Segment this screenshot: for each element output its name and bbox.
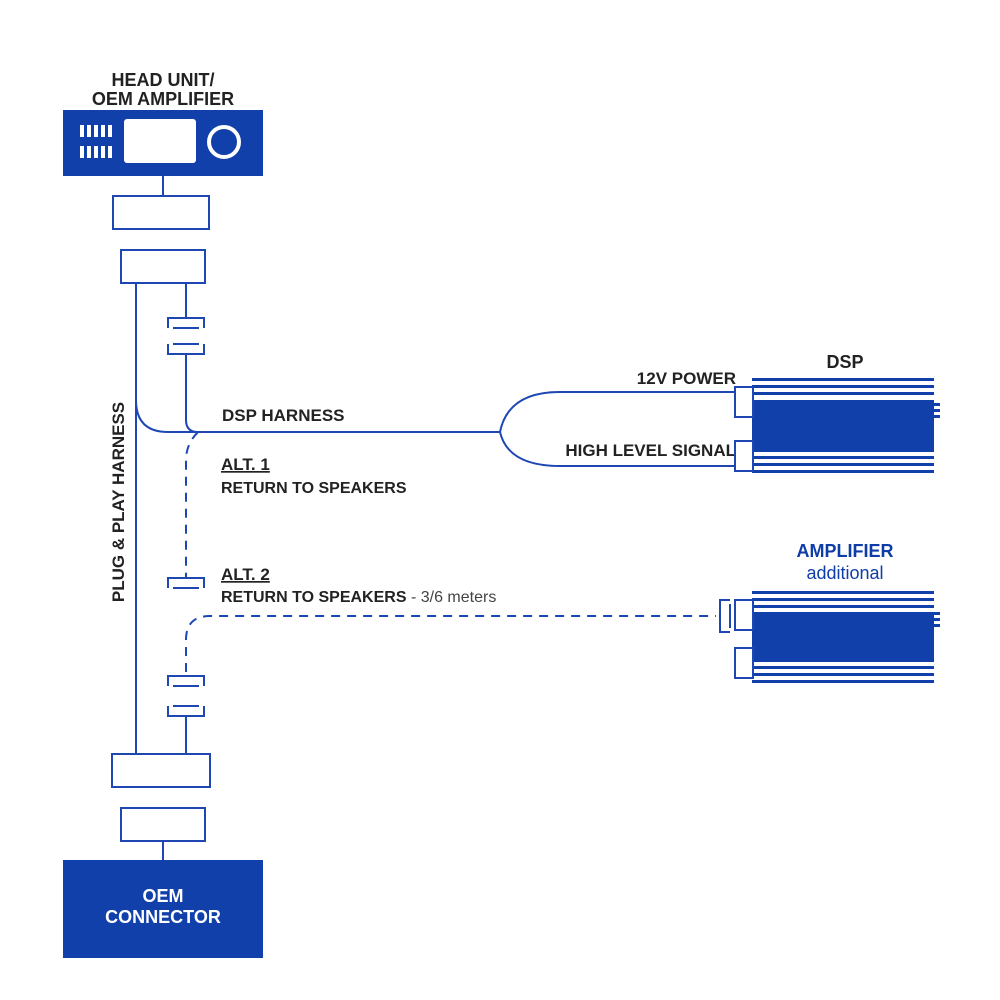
- head-unit-display: [124, 119, 196, 163]
- oem-connector-label-line2: CONNECTOR: [105, 907, 221, 927]
- amplifier-fins: [752, 591, 934, 683]
- amplifier-unit[interactable]: AMPLIFIER additional: [734, 541, 940, 683]
- oem-plug[interactable]: [120, 807, 206, 842]
- connector-alt2[interactable]: [167, 577, 205, 589]
- dsp-body: [752, 400, 934, 452]
- alt1-description: RETURN TO SPEAKERS: [221, 480, 407, 497]
- head-unit-title-line2: OEM AMPLIFIER: [92, 89, 234, 109]
- dsp-power-port[interactable]: [734, 386, 754, 418]
- dsp-title: DSP: [826, 352, 863, 372]
- head-unit-title-line1: HEAD UNIT/: [112, 70, 215, 90]
- dsp-unit[interactable]: DSP: [734, 352, 940, 473]
- harness-bottom-plug[interactable]: [111, 753, 211, 788]
- oem-connector-label-line1: OEM: [142, 886, 183, 906]
- head-unit[interactable]: HEAD UNIT/ OEM AMPLIFIER: [63, 70, 263, 176]
- alt1-return-route: [185, 431, 199, 578]
- amplifier-input-port[interactable]: [734, 599, 754, 631]
- dsp-fins: [752, 378, 934, 473]
- dsp-side-terminals: [934, 403, 940, 418]
- amplifier-aux-port[interactable]: [734, 647, 754, 679]
- alt1-title: ALT. 1: [221, 455, 270, 474]
- plug-play-harness-label: PLUG & PLAY HARNESS: [109, 402, 128, 602]
- connector-amplifier-input[interactable]: [719, 599, 731, 633]
- alt2-description-suffix: - 3/6 meters: [407, 589, 497, 606]
- dsp-harness-label: DSP HARNESS: [222, 406, 345, 425]
- head-unit-knob-icon: [207, 125, 241, 159]
- signal-label: HIGH LEVEL SIGNAL: [565, 441, 736, 460]
- harness-top-plug[interactable]: [120, 249, 206, 284]
- power-label: 12V POWER: [637, 369, 736, 388]
- plug-and-play-harness: [135, 283, 500, 754]
- oem-connector-body: [63, 860, 263, 958]
- head-unit-vent-icon: [80, 125, 112, 158]
- amplifier-side-terminals: [934, 612, 940, 627]
- connector-bottom-male[interactable]: [167, 705, 205, 717]
- amplifier-title: AMPLIFIER: [797, 541, 894, 561]
- amplifier-subtitle: additional: [806, 563, 883, 583]
- connector-top-male[interactable]: [167, 343, 205, 355]
- dsp-fork-wires: [499, 391, 735, 467]
- dsp-signal-port[interactable]: [734, 440, 754, 472]
- alt2-title: ALT. 2: [221, 565, 270, 584]
- alt2-return-route: [185, 615, 716, 672]
- alt2-description-main: RETURN TO SPEAKERS: [221, 589, 407, 606]
- oem-connector[interactable]: OEM CONNECTOR: [63, 860, 263, 958]
- connector-bottom-female[interactable]: [167, 675, 205, 687]
- connector-top-female[interactable]: [167, 317, 205, 329]
- head-unit-plug[interactable]: [112, 195, 210, 230]
- amplifier-body: [752, 612, 934, 662]
- alt2-description: RETURN TO SPEAKERS - 3/6 meters: [221, 589, 496, 606]
